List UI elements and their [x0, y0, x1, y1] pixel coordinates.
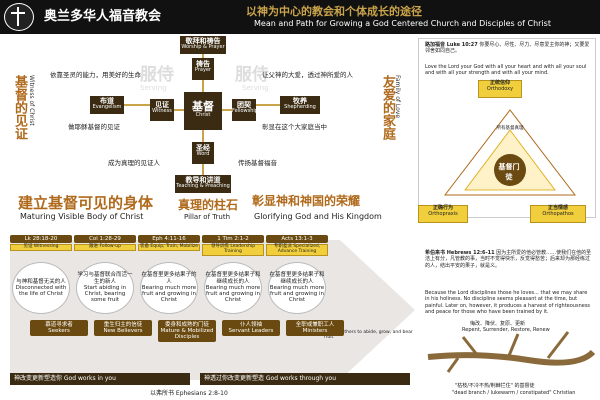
body-en: Maturing Visible Body of Christ — [20, 212, 144, 221]
note-top-right: 让父神的大爱，透过神所爱的人 — [262, 71, 353, 79]
oval-cn: 在基督里更多结果子和继续成长的人 — [269, 272, 325, 285]
stage-label: 跟进 Follow-up — [74, 244, 136, 251]
serving-right: 服侍 — [235, 65, 269, 85]
triangle-diagram — [443, 109, 577, 196]
note-truth: 成为真理的见证人 — [108, 159, 160, 167]
oval-en: Bearing much more fruit and growing in C… — [269, 284, 325, 304]
header-bar — [0, 0, 600, 34]
bottom-right-bar: 神透过你改变更新塑造 God works through you — [200, 373, 410, 385]
repent-cn: 悔改、降伏、复原、更新 — [470, 321, 526, 327]
hebrews-en: Because the Lord disciplines those he lo… — [425, 290, 591, 315]
pillar-en: Pillar of Truth — [184, 213, 231, 221]
side-label-witness-en: Witness of Christ — [28, 75, 35, 126]
note-bottom-left: 做耶稣基督的见证 — [68, 123, 120, 131]
bottom-left-bar: 神改变更新塑造你 God works in you — [10, 373, 190, 385]
stage-label: 装备 Equip, Train, Mobilize — [138, 244, 200, 251]
dead-branch-cn: "枯枝/不冷不热/荆棘拦住" 的基督徒 — [455, 383, 535, 389]
body-cn: 建立基督可见的身体 — [18, 194, 154, 212]
oval-en: Bearing much more fruit and growing in C… — [205, 284, 261, 304]
repent-en: Repent, Surrender, Restore, Renew — [462, 327, 550, 333]
stage-ref: Eph 4:11-16 — [138, 235, 200, 244]
stage-label: 领导训练 Leadership Training — [202, 244, 264, 256]
serving-en-left: Serving — [140, 84, 167, 92]
hebrews-cn: 希伯来书 Hebrews 12:6-11 因为主所爱的他必管教……使我们在他的圣… — [425, 250, 592, 269]
pillar-cn: 真理的柱石 — [178, 198, 239, 212]
dead-branch-en: "dead branch / lukewarm / constipated" C… — [452, 390, 576, 396]
note-top-left: 依靠圣灵的能力，用美好的生命 — [50, 71, 141, 79]
serving-left: 服侍 — [140, 65, 174, 85]
luke-en: Love the Lord your God with all your hea… — [425, 64, 587, 77]
side-label-family-en: Family of Love — [394, 75, 401, 119]
oval-cn: 在基督里更多结果子和继续成长的人 — [205, 272, 261, 285]
dead-branch-image — [427, 331, 596, 373]
page-title-en: Mean and Path for Growing a God Centered… — [254, 19, 551, 28]
connector-lines — [124, 54, 280, 175]
stage-ref: 1 Tim 2:1-2 — [202, 235, 264, 244]
glory-cn: 彰显神和神国的荣耀 — [252, 194, 361, 208]
note-bottom-right: 彰显在这个大家庭当中 — [262, 123, 327, 131]
stage-ref: Lk 28:18-20 — [10, 235, 72, 244]
oval-en: Disconnected with the life of Christ — [15, 284, 67, 298]
page-title-cn: 以神为中心的教会和个体成长的途径 — [246, 5, 422, 18]
glory-en: Glorifying God and His Kingdom — [254, 212, 382, 221]
triangle-center-text: 所有基督真理 — [496, 126, 524, 131]
side-label-family: 友爱的家庭 — [380, 75, 395, 140]
note-gospel: 传扬基督福音 — [238, 159, 277, 167]
oval-cn: 与神和基督无关的人 — [16, 278, 66, 285]
luke-panel — [418, 38, 596, 218]
stage-label: 专职差派 Specialized, Advance Training — [266, 244, 328, 256]
side-label-witness: 基督的见证 — [12, 75, 27, 140]
stage-label: 见证 Witnessing — [10, 244, 72, 251]
church-name: 奥兰多华人福音教会 — [44, 9, 162, 24]
oval-cn: 学习与基督联合而活一生的新人 — [77, 272, 133, 285]
oval-en: Bearing much more fruit and growing in C… — [141, 284, 197, 304]
church-logo — [4, 3, 34, 31]
bottom-ref: 以弗所书 Ephesians 2:8-10 — [150, 390, 228, 397]
disciple-center: 基督门徒 — [498, 163, 520, 181]
oval-cn: 在基督里更多结果子的人 — [141, 272, 197, 285]
help-text: Help to others to abide, grow, and bear … — [324, 330, 413, 341]
serving-en-right: Serving — [242, 84, 269, 92]
stage-ref: Col 1:28-29 — [74, 235, 136, 244]
luke-ref: 路加福音 Luke 10:27 你要尽心、尽性、尽力、尽意爱主你的神；又要爱邻舍… — [425, 42, 590, 55]
stage-ref: Acts 13:1-3 — [266, 235, 328, 244]
oval-en: Start abiding in Christ, bearing some fr… — [83, 284, 127, 304]
